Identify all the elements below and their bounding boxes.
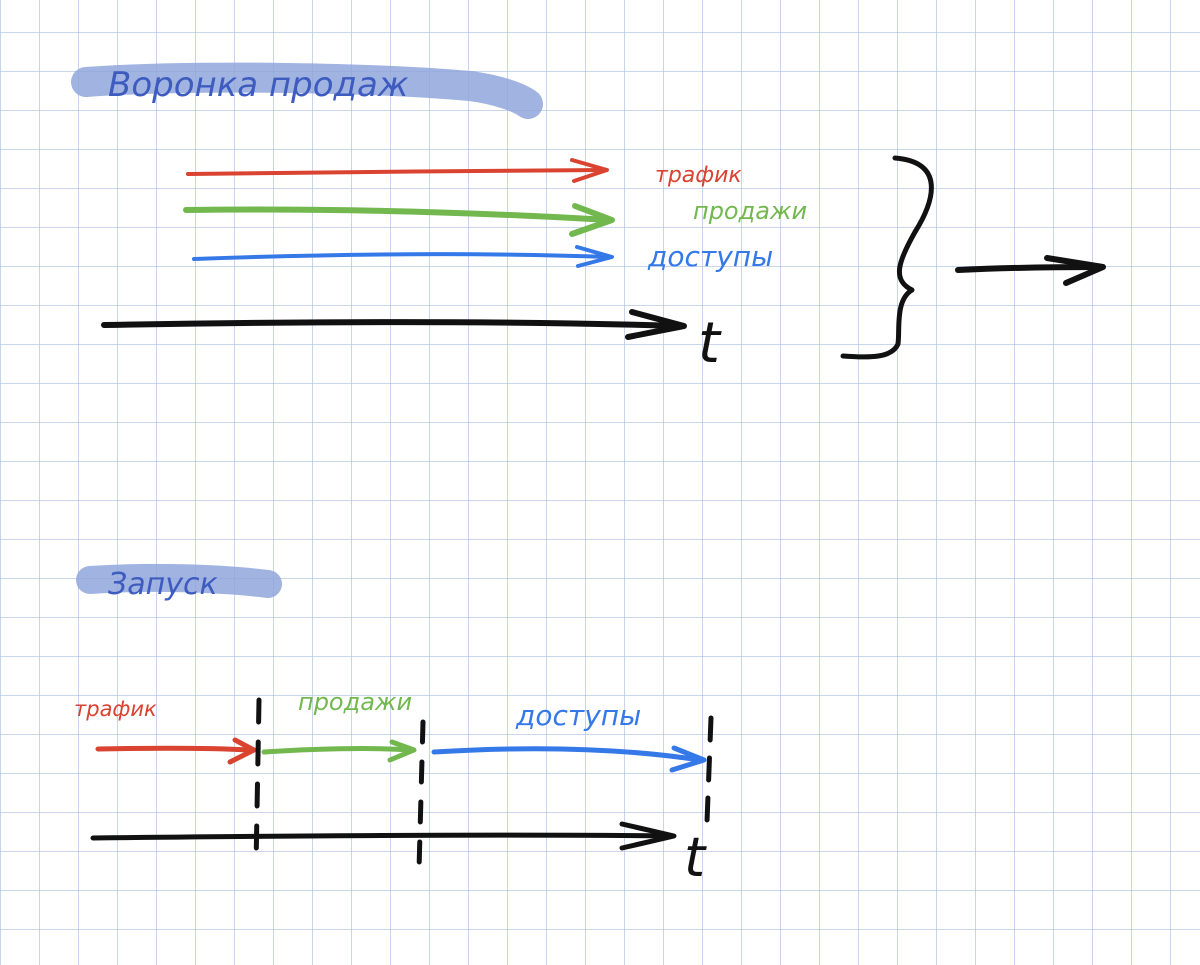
funnel-result-arrow xyxy=(955,264,1103,273)
launch-section: Запуск трафик продажи доступы t xyxy=(74,563,714,889)
launch-sales-arrowhead xyxy=(387,739,417,763)
launch-time-axis xyxy=(90,832,673,841)
funnel-title-highlight xyxy=(71,62,543,119)
funnel-access-arrowhead xyxy=(575,245,614,268)
launch-time-label: t xyxy=(684,826,707,889)
funnel-sales-label: продажи xyxy=(693,197,807,225)
launch-sales-label: продажи xyxy=(298,688,412,716)
launch-title: Запуск xyxy=(108,567,218,602)
launch-marker-2 xyxy=(416,719,426,873)
launch-access-arrowhead xyxy=(669,745,707,773)
launch-sales-arrow xyxy=(261,746,413,755)
funnel-time-axis-arrowhead xyxy=(625,309,687,340)
funnel-traffic-arrowhead xyxy=(570,158,609,183)
launch-title-highlight xyxy=(76,563,282,598)
funnel-access-arrow xyxy=(192,252,612,261)
funnel-access-label: доступы xyxy=(647,240,773,273)
launch-access-label: доступы xyxy=(515,699,641,732)
funnel-time-axis xyxy=(101,319,685,329)
funnel-traffic-arrow xyxy=(186,168,607,176)
funnel-curly-brace xyxy=(840,155,934,360)
funnel-section: Воронка продаж трафик продажи доступы t xyxy=(71,62,1106,376)
funnel-time-label: t xyxy=(698,311,722,376)
launch-traffic-label: трафик xyxy=(74,697,157,721)
funnel-result-arrowhead xyxy=(1044,255,1106,286)
funnel-sales-arrow xyxy=(183,206,613,223)
funnel-traffic-label: трафик xyxy=(655,163,742,188)
launch-time-axis-arrowhead xyxy=(619,821,677,851)
funnel-title: Воронка продаж xyxy=(108,65,409,105)
launch-traffic-arrowhead xyxy=(227,737,257,765)
launch-marker-3 xyxy=(704,715,714,825)
funnel-sales-arrowhead xyxy=(569,203,615,237)
launch-traffic-arrow xyxy=(95,745,253,753)
launch-access-arrow xyxy=(431,746,703,763)
